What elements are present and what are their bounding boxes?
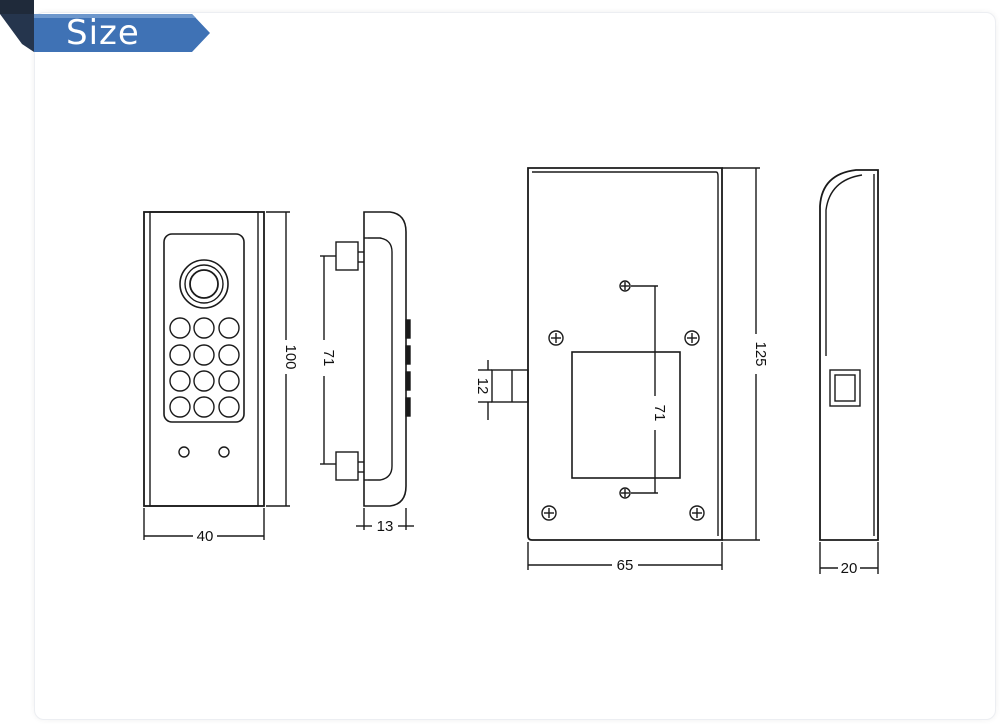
size-title: Size <box>66 13 140 53</box>
size-banner <box>0 0 210 52</box>
led-indicator-icon <box>178 446 190 458</box>
screw-icon <box>619 280 631 292</box>
dim-front-width: 40 <box>197 528 214 545</box>
screw-icon <box>548 330 564 346</box>
lock-bolt <box>491 369 529 403</box>
fingerprint-sensor-icon <box>179 259 229 309</box>
lock-body-view <box>478 167 760 570</box>
dim-front-height: 100 <box>282 344 299 369</box>
screw-icon <box>684 330 700 346</box>
keypad-side-view <box>320 211 414 530</box>
keypad-front-view <box>143 211 290 540</box>
dim-body-depth: 20 <box>841 560 858 577</box>
dim-bolt-height: 12 <box>474 378 491 395</box>
screw-icon <box>619 487 631 499</box>
lock-side-view <box>819 169 879 574</box>
dim-side-depth: 13 <box>377 518 394 535</box>
latch-window <box>829 369 861 407</box>
dim-side-spacing: 71 <box>320 350 337 367</box>
dim-body-height: 125 <box>752 341 769 366</box>
keypad-buttons <box>169 317 240 418</box>
drawing-panel <box>34 12 996 720</box>
screw-icon <box>689 505 705 521</box>
screw-icon <box>541 505 557 521</box>
dim-body-width: 65 <box>617 557 634 574</box>
dim-body-spacing: 71 <box>651 405 668 422</box>
mounting-plate <box>571 351 681 479</box>
led-indicator-icon <box>218 446 230 458</box>
